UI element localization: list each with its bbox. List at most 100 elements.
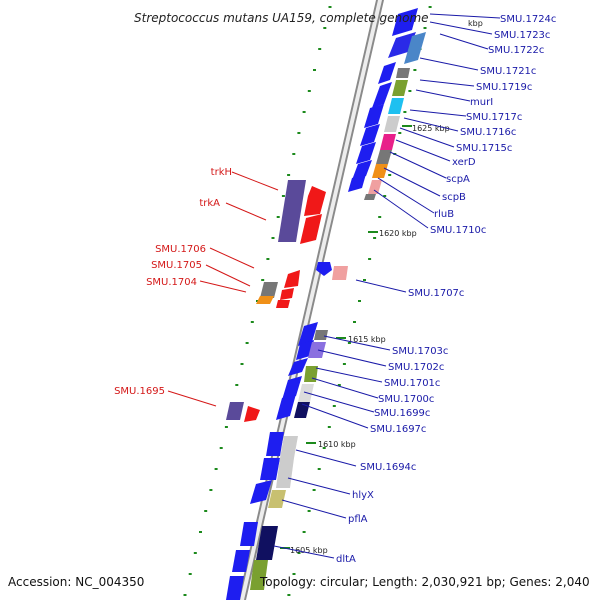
label-smu1702c: SMU.1702c <box>388 362 444 373</box>
gene-block <box>372 82 392 108</box>
gene-block <box>404 32 426 64</box>
label-trkh: trkH <box>211 167 232 178</box>
label-smu1694c: SMU.1694c <box>360 462 416 473</box>
label-smu1723c: SMU.1723c <box>494 30 550 41</box>
tick-mark <box>188 573 192 575</box>
scale-markers: 1625 kbp 1620 kbp 1615 kbp 1610 kbp 1605… <box>280 19 483 555</box>
tick-mark <box>322 447 326 449</box>
gene-block <box>360 124 380 146</box>
gene-block <box>260 458 280 480</box>
tick-mark <box>302 531 306 533</box>
label-trka: trkA <box>199 198 220 209</box>
tick-mark <box>317 468 321 470</box>
tick-mark <box>312 489 316 491</box>
gene-trkh <box>278 180 306 242</box>
gene-block <box>392 8 418 36</box>
svg-text:1605 kbp: 1605 kbp <box>290 546 328 555</box>
gene-block <box>388 98 404 114</box>
tick-mark <box>413 69 417 71</box>
tick-mark <box>318 48 322 50</box>
label-rlub: rluB <box>434 209 454 220</box>
topology-text: Topology: circular; Length: 2,030,921 bp… <box>259 575 590 589</box>
tick-mark <box>423 27 427 29</box>
gene-trkh-arrow <box>304 186 326 216</box>
label-smu1722c: SMU.1722c <box>488 45 544 56</box>
gene-block <box>232 550 250 572</box>
label-smu1697c: SMU.1697c <box>370 424 426 435</box>
tick-mark <box>353 321 356 323</box>
label-muri: murI <box>470 97 493 108</box>
tick-mark <box>292 153 296 155</box>
label-dlta: dltA <box>336 554 356 565</box>
tick-mark <box>219 447 223 449</box>
label-scpb: scpB <box>442 192 466 203</box>
gene-block <box>282 376 302 400</box>
gene-smu1707c <box>316 262 332 276</box>
label-xerd: xerD <box>452 157 476 168</box>
gene-block <box>376 150 392 164</box>
tick-mark <box>209 489 213 491</box>
tick-mark <box>323 27 327 29</box>
tick-mark <box>307 510 311 512</box>
label-pfla: pflA <box>348 514 368 525</box>
gene-block <box>268 490 286 508</box>
tick-mark <box>403 111 407 113</box>
label-smu1716c: SMU.1716c <box>460 127 516 138</box>
label-scpa: scpA <box>446 174 470 185</box>
forward-leader-lines <box>273 13 501 559</box>
gene-block <box>384 116 400 132</box>
label-smu1715c: SMU.1715c <box>456 143 512 154</box>
tick-mark <box>245 342 249 344</box>
gene-smu1706 <box>284 270 300 288</box>
gene-block <box>332 266 348 280</box>
tick-mark <box>388 174 392 176</box>
map-title: Streptococcus mutans UA159, complete gen… <box>134 11 429 25</box>
gene-smu1704-block <box>256 296 274 304</box>
svg-text:kbp: kbp <box>468 19 483 28</box>
tick-mark <box>302 111 306 113</box>
gene-block <box>294 402 310 418</box>
tick-mark <box>358 300 361 302</box>
gene-block <box>364 104 384 128</box>
tick-mark <box>240 363 244 365</box>
label-smu1704: SMU.1704 <box>146 277 197 288</box>
label-smu1703c: SMU.1703c <box>392 346 448 357</box>
gene-block <box>226 576 244 600</box>
svg-text:1620 kbp: 1620 kbp <box>379 229 417 238</box>
gene-block <box>378 62 396 84</box>
svg-text:1610 kbp: 1610 kbp <box>318 440 356 449</box>
reverse-gene-track <box>226 180 326 422</box>
gene-block <box>280 436 298 458</box>
tick-mark <box>250 321 254 323</box>
gene-block <box>388 32 416 58</box>
tick-mark <box>347 342 351 344</box>
gene-block <box>308 342 326 358</box>
gene-block <box>372 164 388 178</box>
label-smu1719c: SMU.1719c <box>476 82 532 93</box>
forward-labels: SMU.1724c SMU.1723c SMU.1722c SMU.1721c … <box>336 14 556 565</box>
tick-mark <box>383 195 387 197</box>
tick-mark <box>378 216 382 218</box>
tick-mark <box>398 132 402 134</box>
tick-mark <box>281 195 285 197</box>
tick-mark <box>204 510 208 512</box>
gene-block <box>396 68 410 78</box>
reverse-labels: trkH trkA SMU.1706 SMU.1705 SMU.1704 SMU… <box>114 167 232 397</box>
tick-mark <box>276 216 280 218</box>
gene-block <box>288 358 308 376</box>
gene-smu1705 <box>280 288 294 300</box>
tick-mark <box>287 594 291 596</box>
svg-text:1625 kbp: 1625 kbp <box>412 124 450 133</box>
gene-block <box>298 322 318 346</box>
tick-mark <box>313 69 316 71</box>
reverse-leader-lines <box>167 171 279 407</box>
gene-smu1704-block <box>260 282 278 298</box>
label-smu1705: SMU.1705 <box>151 260 202 271</box>
tick-mark <box>261 279 265 281</box>
gene-block <box>266 432 284 456</box>
gene-smu1695-block <box>226 402 244 420</box>
gene-block <box>392 80 408 96</box>
gene-block <box>240 522 258 546</box>
tick-mark <box>332 405 336 407</box>
